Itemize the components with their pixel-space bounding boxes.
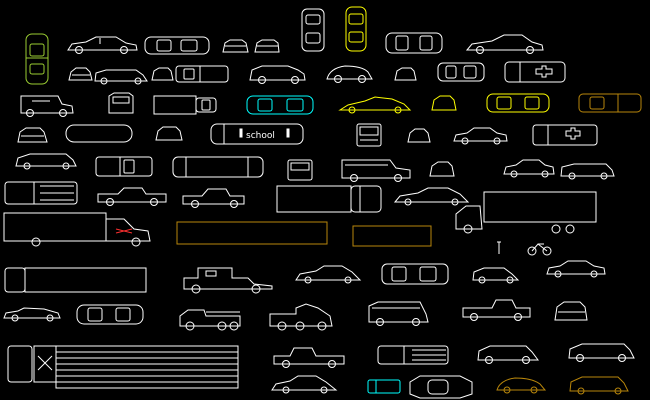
beetle-side-view-orange bbox=[497, 378, 545, 393]
flatbed-trailer-top-view bbox=[8, 346, 238, 388]
school-bus-label: school bbox=[246, 131, 275, 141]
wagon-side-view-4 bbox=[478, 346, 538, 364]
sedan-side-view-3 bbox=[504, 160, 554, 177]
car-top-view-vertical bbox=[302, 9, 324, 51]
flatbed-truck-side-view-2 bbox=[270, 304, 332, 330]
wagon-side-view bbox=[95, 70, 147, 84]
car-top-view-orange bbox=[579, 94, 641, 112]
limousine-top-view-cyan bbox=[247, 96, 313, 114]
van-top-view bbox=[176, 66, 228, 82]
truck-top-view bbox=[154, 96, 216, 114]
sportscar-side-view-2 bbox=[296, 266, 360, 283]
car-front-view-4 bbox=[395, 68, 416, 80]
wagon-side-view-orange bbox=[570, 377, 628, 394]
car-top-view-4 bbox=[77, 305, 143, 324]
pickup-side-view-2 bbox=[183, 189, 244, 208]
car-top-view-3 bbox=[382, 264, 448, 284]
box-truck-side-view bbox=[4, 213, 150, 246]
pickup-side-view bbox=[98, 188, 166, 206]
bus-front-view bbox=[357, 124, 381, 146]
car-front-view-3 bbox=[152, 68, 173, 80]
pickup-side-view-4 bbox=[274, 348, 344, 368]
coupe-side-view-2 bbox=[272, 376, 336, 393]
wagon-side-view-5 bbox=[569, 344, 634, 362]
hatchback-rear-view bbox=[69, 68, 92, 80]
limousine-top-view-2 bbox=[173, 157, 263, 177]
camper-pickup-side-view bbox=[184, 268, 272, 293]
box-truck-top-view bbox=[5, 268, 146, 292]
scooter-top-view bbox=[497, 242, 501, 254]
limousine-top-view-yellow bbox=[487, 94, 549, 112]
van-rear-view bbox=[109, 93, 133, 113]
school-bus-top-view: school bbox=[211, 124, 303, 144]
sedan-side-view bbox=[68, 37, 137, 54]
pickup-side-view-3 bbox=[463, 300, 530, 321]
trailer-top-view-orange-2 bbox=[353, 226, 431, 246]
car-front-view-yellow bbox=[432, 96, 456, 110]
car-top-view-horizontal bbox=[386, 33, 442, 53]
car-front-view-2 bbox=[255, 40, 279, 52]
pickup-top-view-3 bbox=[378, 346, 448, 364]
wagon-side-view-2 bbox=[16, 154, 76, 169]
formula-car-top-view bbox=[410, 376, 472, 398]
beetle-side-view bbox=[327, 66, 372, 83]
limousine-top-view bbox=[145, 37, 209, 54]
semi-truck-side-view bbox=[456, 192, 596, 233]
coupe-side-view bbox=[467, 35, 543, 54]
ambulance-top-view bbox=[505, 62, 565, 82]
convertible-side-view bbox=[4, 308, 60, 321]
bicycle-side-view bbox=[528, 244, 551, 255]
sedan-side-view-2 bbox=[454, 128, 507, 144]
sedan-side-view-4 bbox=[547, 261, 605, 277]
car-front-view-5 bbox=[156, 127, 182, 140]
suv-side-view bbox=[250, 66, 305, 84]
ambulance-top-view-2 bbox=[533, 125, 597, 145]
school-bus-side-view bbox=[342, 160, 410, 182]
flatbed-truck-side-view bbox=[180, 310, 240, 330]
jeep-front-view bbox=[288, 160, 312, 180]
pickup-top-view-2 bbox=[5, 182, 77, 204]
car-top-view-small bbox=[438, 63, 484, 81]
semi-trailer-top-view bbox=[277, 186, 381, 212]
car-front-view-6 bbox=[408, 129, 430, 142]
wagon-side-view-3 bbox=[561, 164, 614, 179]
car-top-view-yellow bbox=[346, 7, 366, 51]
sportscar-side-view bbox=[395, 188, 468, 205]
car-rear-view-1 bbox=[18, 128, 47, 142]
trailer-top-view-orange bbox=[177, 222, 327, 244]
hatchback-side-view bbox=[473, 268, 518, 283]
bus-top-view bbox=[66, 125, 132, 142]
van-side-view bbox=[369, 302, 428, 326]
pickup-top-view bbox=[96, 157, 152, 176]
ambulance-side-view bbox=[21, 96, 73, 117]
car-front-view-1 bbox=[223, 40, 248, 52]
car-top-view-cyan bbox=[368, 380, 400, 393]
sportscar-side-view-yellow bbox=[340, 97, 410, 113]
car-top-view-olive bbox=[26, 34, 48, 84]
car-front-view-8 bbox=[555, 302, 587, 320]
car-front-view-7 bbox=[430, 162, 454, 176]
